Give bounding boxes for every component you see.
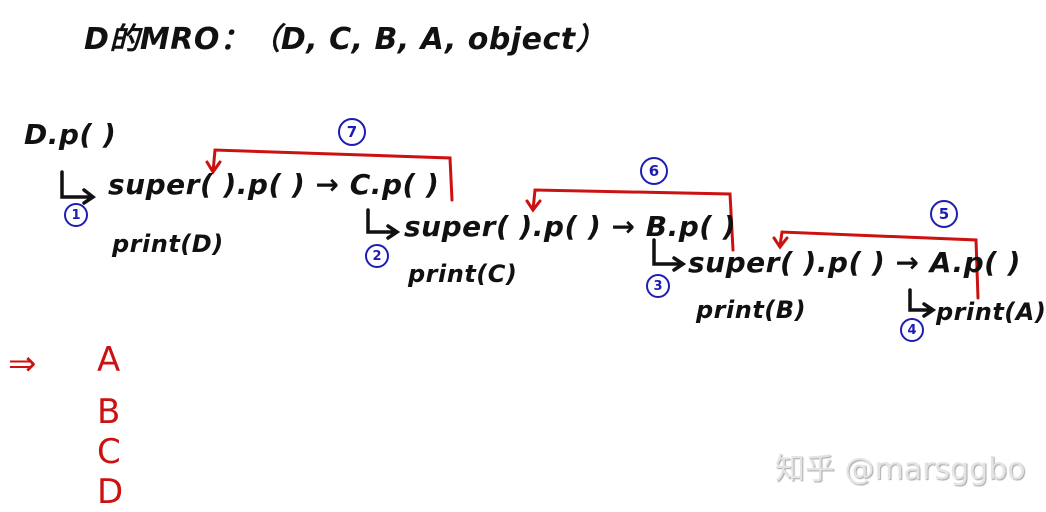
hook-arrow-2 bbox=[366, 208, 401, 240]
hook-arrow-3 bbox=[652, 238, 687, 272]
level-1-print: print(D) bbox=[112, 230, 224, 258]
level-4-call: print(A) bbox=[936, 298, 1046, 326]
step-6-badge: 6 bbox=[640, 157, 668, 185]
level-3-print: print(B) bbox=[696, 296, 807, 324]
step-3-badge: 3 bbox=[646, 274, 670, 298]
watermark: 知乎 @marsggbo bbox=[775, 452, 1026, 487]
step-2-badge: 2 bbox=[365, 244, 389, 268]
output-line-3: C bbox=[97, 432, 121, 472]
level-1-call: super( ).p( ) → C.p( ) bbox=[108, 168, 440, 201]
output-line-2: B bbox=[97, 392, 121, 432]
step-5-badge: 5 bbox=[930, 200, 958, 228]
return-arrow-6 bbox=[525, 188, 735, 252]
output-line-1: A bbox=[97, 340, 121, 380]
return-arrow-5 bbox=[772, 230, 980, 300]
hook-arrow-4 bbox=[908, 288, 937, 318]
return-arrow-7 bbox=[205, 148, 454, 202]
level-2-print: print(C) bbox=[408, 260, 518, 288]
hook-arrow-1 bbox=[60, 170, 96, 205]
root-call: D.p( ) bbox=[24, 118, 117, 151]
level-2-call: super( ).p( ) → B.p( ) bbox=[404, 210, 737, 243]
output-line-4: D bbox=[97, 472, 124, 512]
implies-arrow: ⇒ bbox=[8, 344, 37, 384]
mro-title: D的MRO：（D, C, B, A, object） bbox=[84, 22, 607, 57]
step-4-badge: 4 bbox=[900, 318, 924, 342]
level-3-call: super( ).p( ) → A.p( ) bbox=[688, 246, 1021, 279]
step-1-badge: 1 bbox=[64, 203, 88, 227]
step-7-badge: 7 bbox=[338, 118, 366, 146]
